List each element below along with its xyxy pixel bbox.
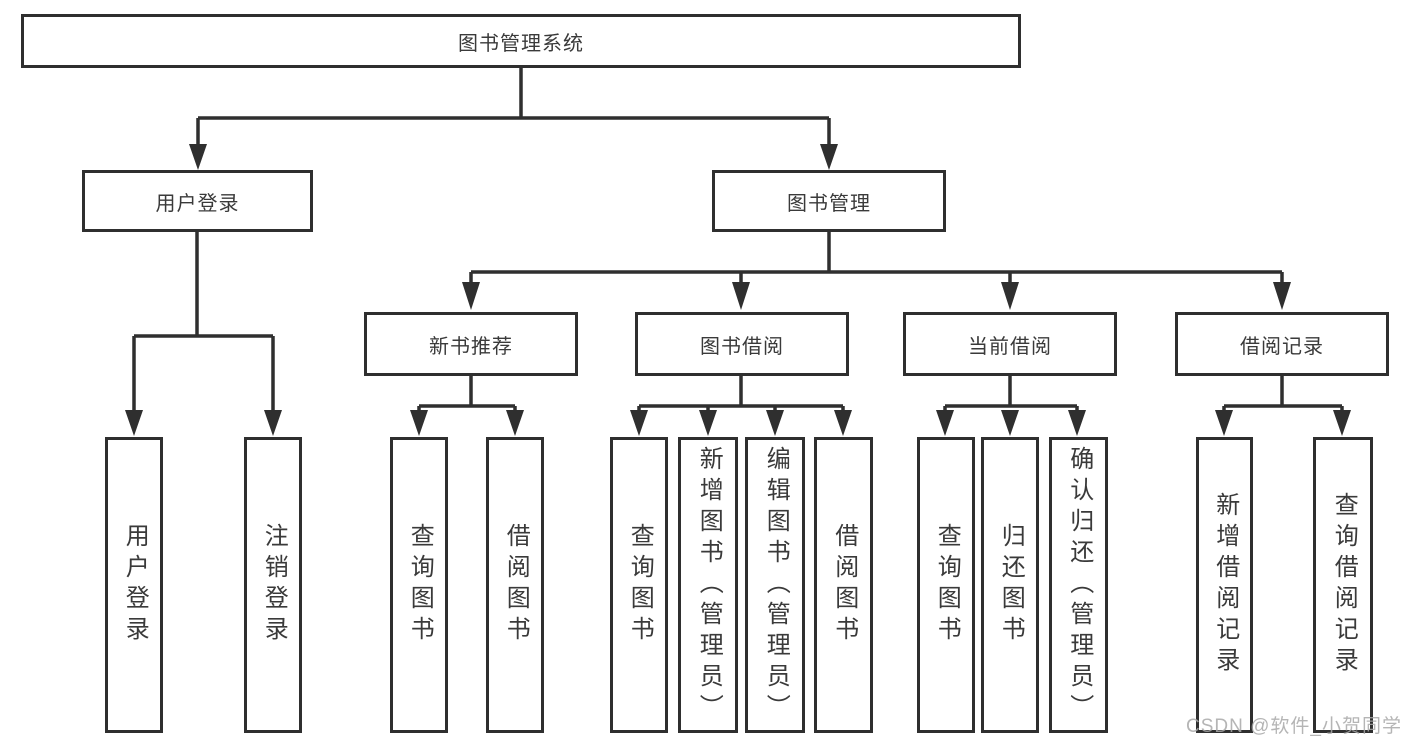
leaf-edit-book-admin-label: 编辑图书（管理员） — [762, 445, 790, 725]
leaf-logout-label: 注销登录 — [260, 523, 288, 647]
leaf-borrow-books-label: 借阅图书 — [830, 523, 858, 647]
leaf-add-borrow-record-label: 新增借阅记录 — [1211, 492, 1239, 678]
leaf-add-book-admin-label: 新增图书（管理员） — [695, 445, 723, 725]
leaf-add-borrow-record: 新增借阅记录 — [1196, 437, 1253, 733]
leaf-query-books-current-label: 查询图书 — [933, 523, 961, 647]
leaf-return-books-label: 归还图书 — [997, 523, 1025, 647]
leaf-logout: 注销登录 — [244, 437, 302, 733]
leaf-edit-book-admin: 编辑图书（管理员） — [745, 437, 805, 733]
node-book-management: 图书管理 — [712, 170, 946, 232]
leaf-borrow-books-recommend-label: 借阅图书 — [502, 523, 530, 647]
node-new-book-recommend-label: 新书推荐 — [429, 335, 513, 358]
node-borrow-records: 借阅记录 — [1175, 312, 1389, 376]
node-new-book-recommend: 新书推荐 — [364, 312, 578, 376]
node-current-borrow: 当前借阅 — [903, 312, 1117, 376]
leaf-query-books-recommend: 查询图书 — [390, 437, 448, 733]
leaf-confirm-return-admin-label: 确认归还（管理员） — [1065, 445, 1093, 725]
node-root: 图书管理系统 — [21, 14, 1021, 68]
node-borrow-records-label: 借阅记录 — [1240, 335, 1324, 358]
leaf-add-book-admin: 新增图书（管理员） — [678, 437, 738, 733]
leaf-borrow-books-recommend: 借阅图书 — [486, 437, 544, 733]
leaf-query-books-borrow-label: 查询图书 — [626, 523, 654, 647]
node-book-borrow: 图书借阅 — [635, 312, 849, 376]
leaf-query-borrow-record: 查询借阅记录 — [1313, 437, 1373, 733]
leaf-query-books-current: 查询图书 — [917, 437, 975, 733]
leaf-user-login: 用户登录 — [105, 437, 163, 733]
leaf-borrow-books: 借阅图书 — [814, 437, 873, 733]
arrowheads — [125, 144, 1351, 436]
node-current-borrow-label: 当前借阅 — [968, 335, 1052, 358]
node-user-login-label: 用户登录 — [155, 192, 240, 215]
watermark-text: CSDN @软件_小贺同学 — [1186, 716, 1402, 737]
node-book-management-label: 图书管理 — [787, 192, 871, 215]
tree-edges — [132, 68, 1344, 412]
leaf-return-books: 归还图书 — [981, 437, 1039, 733]
node-book-borrow-label: 图书借阅 — [700, 335, 784, 358]
node-user-login: 用户登录 — [82, 170, 313, 232]
leaf-confirm-return-admin: 确认归还（管理员） — [1049, 437, 1108, 733]
leaf-user-login-label: 用户登录 — [121, 523, 149, 647]
node-root-label: 图书管理系统 — [458, 32, 584, 55]
leaf-query-books-borrow: 查询图书 — [610, 437, 668, 733]
leaf-query-borrow-record-label: 查询借阅记录 — [1330, 492, 1358, 678]
leaf-query-books-recommend-label: 查询图书 — [406, 523, 434, 647]
